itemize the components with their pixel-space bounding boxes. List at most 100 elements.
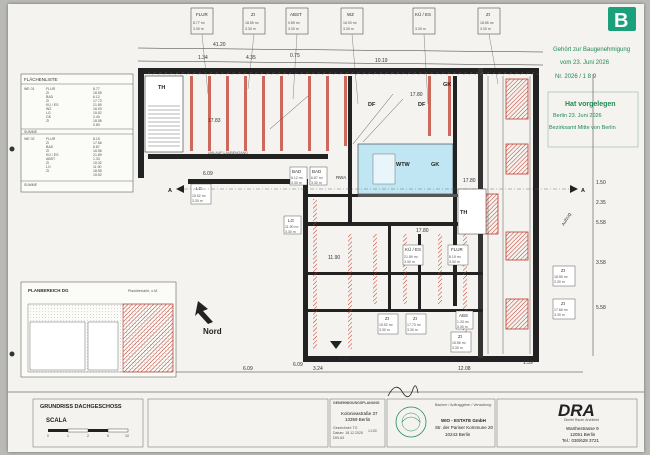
area-row: GK: [46, 115, 52, 119]
room-bad1-area: 6.12 m²: [291, 176, 304, 180]
room-zi1-area: 17.73 m²: [407, 323, 422, 327]
area-row: ZI: [46, 99, 49, 103]
room-flur2-height: 3.30 m: [449, 260, 460, 264]
hdr-height: 3.30 m: [480, 27, 491, 31]
room-lg-name: LG: [196, 186, 203, 191]
room-lg-height: 3.30 m: [192, 199, 203, 203]
hdr-height: 3.30 m: [245, 27, 256, 31]
section-marks: A A: [168, 185, 585, 194]
room-flur2-area: 8.15 m²: [449, 255, 462, 259]
room-lg-area: 15.52 m²: [192, 194, 207, 198]
room-ku-name: KÜ / ES: [405, 246, 421, 252]
area-row: ZI: [46, 141, 49, 145]
project-format: DIN A3: [333, 436, 344, 440]
plan-sheet: FLUR 8.77 m² 3.30 m ZI 18.55 m² 3.30 m A…: [8, 4, 644, 452]
title-block: GRUNDRISS DACHGESCHOSS SCALA 0 1 2 5 10 …: [8, 391, 644, 448]
room-ku-height: 3.30 m: [404, 260, 415, 264]
area-row: FLUR: [46, 87, 56, 91]
room-bad2-name: BAD: [312, 169, 322, 174]
scale-label: SCALA: [46, 418, 67, 424]
hdr-name: ZI: [251, 12, 255, 17]
section-a-left: A: [168, 188, 172, 194]
hdr-height: 3.30 m: [343, 27, 354, 31]
dim-right-5: 5.58: [596, 220, 606, 226]
area-row: BAD: [46, 145, 54, 149]
room-bad1-name: BAD: [292, 169, 302, 174]
area-val: 21.89: [93, 103, 102, 107]
dim-mid-f: 6.09: [293, 362, 303, 368]
punch-hole: [9, 351, 15, 357]
room-zi5-name: ZI: [561, 301, 565, 306]
room-zi1-name: ZI: [413, 316, 417, 321]
dim-top-d: 10.19: [375, 58, 388, 64]
scale-tick: 1: [67, 434, 69, 438]
area-row: BAD: [46, 95, 54, 99]
architect-city: 12051 Berlin: [570, 432, 596, 437]
room-bad2-area: 6.87 m²: [311, 176, 324, 180]
area-val: 16.93: [93, 107, 102, 111]
scale-tick: 0: [47, 434, 49, 438]
rafters-top: [190, 76, 451, 151]
floor-plan-drawing: FLUR 8.77 m² 3.30 m ZI 18.55 m² 3.30 m A…: [8, 7, 644, 448]
section-arrow-icon: [330, 341, 342, 349]
signature-icon: [387, 385, 419, 398]
hdr-height: 3.30 m: [288, 27, 299, 31]
aufzug-label: Aufzug: [561, 211, 573, 226]
hdr-name: WZ: [347, 12, 354, 17]
stamp-line-6: Bezirksamt Mitte von Berlin: [549, 125, 616, 131]
keyplan-subtitle: Planübersicht, o.M.: [128, 289, 158, 293]
room-ku-area: 21.89 m²: [404, 255, 419, 259]
area-val: 21.89: [93, 153, 102, 157]
area-row: KÜ / ES: [46, 103, 59, 107]
area-val: 1.33: [93, 157, 100, 161]
umlauf-label: UMLAUF-LAUBENGANG: [208, 151, 248, 155]
stair-label-right: TH: [460, 210, 467, 216]
dim-right-3: 3.58: [596, 260, 606, 266]
key-plan: PLANBEREICH DG Planübersicht, o.M.: [20, 281, 177, 378]
area-val: 0.89: [93, 123, 100, 127]
shaft: [372, 153, 396, 185]
room-lg2-name: LG: [288, 218, 295, 223]
scale-tick: 5: [107, 434, 109, 438]
stamp-line-4: Hat vorgelegen: [565, 101, 616, 108]
stamp-line-5: Berlin 23. Juni 2026: [553, 113, 602, 119]
area-list-a: WE 01 FLUR ZI BAD ZI KÜ / ES WZ LG GK ZI…: [24, 87, 102, 134]
official-seal: [395, 406, 427, 438]
stamp-line-3: Nr. 2026 / 1 8 9: [555, 74, 597, 80]
room-zi3-height: 3.30 m: [379, 328, 390, 332]
gk-label-2: GK: [443, 82, 451, 88]
room-zi3-area: 15.52 m²: [379, 323, 394, 327]
area-val: 6.12: [93, 95, 100, 99]
room-zi2-name: ZI: [458, 334, 462, 339]
area-val: 15.52: [93, 173, 102, 177]
area-val: 17.66: [93, 141, 102, 145]
area-val: 16.56: [93, 149, 102, 153]
punch-hole: [9, 146, 15, 152]
room-bad2-height: 3.30 m: [311, 181, 322, 185]
dim-top-a: 1.34: [198, 55, 208, 61]
area-list-b: WE 02 FLUR ZI BAD ZI KÜ / ES ABST ZI LG …: [24, 137, 102, 187]
room-abs-height: 3.30 m: [457, 325, 468, 329]
scale-tick: 10: [125, 434, 129, 438]
area-row: KÜ / ES: [46, 153, 59, 157]
badge-b-background: [608, 7, 636, 31]
area-val: 15.52: [93, 111, 102, 115]
north-arrow-icon: [195, 301, 213, 324]
area-row: WZ: [46, 107, 52, 111]
project-scale: 1:100: [368, 429, 377, 433]
interior-walls: [308, 76, 483, 312]
project-date: Datum: 18.12.2025: [333, 431, 363, 435]
dim-mid-c: 17.80: [416, 228, 429, 234]
section-a-right: A: [581, 188, 585, 194]
room-zi4-name: ZI: [561, 268, 565, 273]
dim-mid-e: 6.09: [203, 171, 213, 177]
room-flur2-name: FLUR: [451, 247, 464, 252]
room-zi4-height: 3.30 m: [554, 280, 565, 284]
area-row: ABST: [46, 157, 56, 161]
hdr-name: KÜ / ES: [415, 11, 431, 17]
area-row: LG: [46, 111, 51, 115]
north-arrow: Nord: [195, 301, 222, 336]
architect-logo: DRA: [558, 401, 595, 420]
dim-bottom-d: 12.08: [458, 366, 471, 372]
hdr-name: ZI: [486, 12, 490, 17]
